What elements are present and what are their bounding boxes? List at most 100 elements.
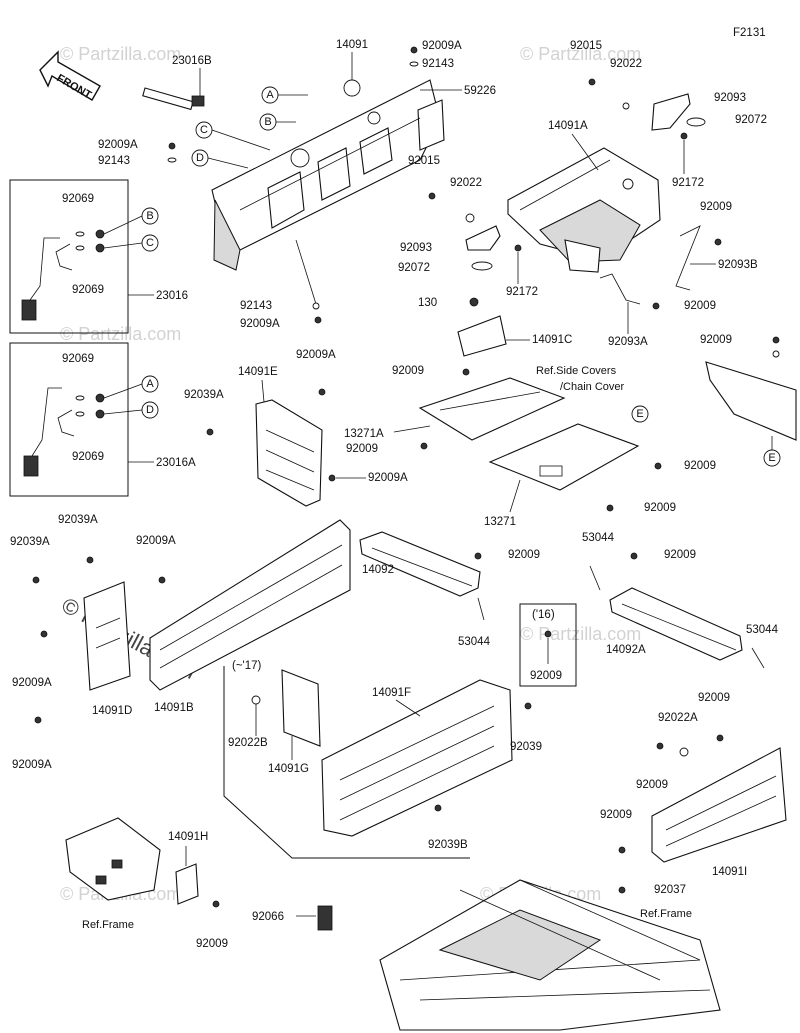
label-92069-d: 92069 (72, 451, 104, 463)
label-53044-a: 53044 (582, 532, 615, 544)
group-box-year-16 (519, 603, 577, 687)
label-92172-top: 92172 (672, 177, 704, 189)
nut-icon (95, 229, 105, 239)
svg-text:C: C (200, 124, 208, 136)
label-92009A-h: 92009A (12, 677, 52, 689)
label-92009A-left: 92009A (98, 139, 138, 151)
part-14091H-bracket (175, 863, 199, 905)
callout-d-top: D (191, 149, 209, 167)
part-14092A-rail (609, 587, 743, 661)
label-53044-b: 53044 (458, 636, 491, 648)
part-92093A-rod (599, 273, 641, 305)
callout-a-top: A (261, 86, 279, 104)
part-14091-front-rail (211, 79, 445, 271)
note-year-17: (~'17) (232, 660, 262, 672)
label-92009-e3: 92009 (684, 460, 716, 472)
label-92039A-b: 92039A (10, 536, 50, 548)
callout-d: D (141, 401, 159, 419)
part-14091B-side-rail (149, 519, 351, 691)
label-92069-a: 92069 (62, 193, 94, 205)
svg-text:D: D (196, 152, 204, 164)
callout-c: C (141, 234, 159, 252)
part-14092-rail (359, 531, 481, 597)
label-92009-r2: 92009 (684, 300, 716, 312)
label-92009-j: 92009 (698, 692, 730, 704)
washer-icon (409, 61, 419, 67)
watermark-text: © Partzilla.com (520, 44, 641, 64)
label-92015-top: 92015 (570, 40, 602, 52)
watermark-text: © Partzilla.com (60, 44, 181, 64)
label-92066: 92066 (252, 911, 284, 923)
label-92009-g: 92009 (508, 549, 540, 561)
label-23016A: 23016A (156, 457, 196, 469)
label-92022A: 92022A (658, 712, 698, 724)
bolt-icon (652, 302, 660, 310)
ref-chain-cover (705, 361, 797, 441)
label-92039A-e: 92039A (184, 389, 224, 401)
label-92009-c1: 92009 (392, 365, 424, 377)
label-92093-top: 92093 (714, 92, 746, 104)
label-92172-mid: 92172 (506, 286, 538, 298)
label-92022-top: 92022 (610, 58, 642, 70)
watermark-text: © Partzilla.com (520, 624, 641, 644)
ref-frame-front (65, 817, 161, 901)
washer-icon (75, 245, 85, 251)
part-14091I-panel (651, 747, 787, 863)
svg-text:E: E (636, 408, 643, 420)
label-92039A-a: 92039A (58, 514, 98, 526)
label-92093A: 92093A (608, 336, 648, 348)
label-92143-left: 92143 (98, 155, 130, 167)
label-14091F: 14091F (372, 687, 411, 699)
watermark-text: © Partzilla.com (60, 324, 181, 344)
nut-icon (95, 243, 105, 253)
part-14091C-plate (457, 315, 507, 357)
note-ref-side-covers: Ref.Side Covers (536, 365, 617, 377)
part-14091D-bracket (83, 581, 131, 691)
screw-icon (680, 132, 688, 140)
label-92093B: 92093B (718, 259, 758, 271)
label-14091H: 14091H (168, 831, 208, 843)
group-box-23016 (9, 179, 129, 334)
cap-icon (343, 79, 361, 97)
label-23016B: 23016B (172, 55, 212, 67)
label-92009-13: 92009 (346, 443, 378, 455)
label-13271A: 13271A (344, 428, 384, 440)
part-92066-grommet (317, 905, 333, 931)
label-92009-m: 92009 (196, 938, 228, 950)
washer-icon (167, 157, 177, 163)
label-92143-b: 92143 (240, 300, 272, 312)
clamp-icon (686, 117, 706, 127)
label-92015-mid: 92015 (408, 155, 440, 167)
part-23016A-cable (31, 387, 62, 457)
clamp-icon (471, 261, 493, 271)
callout-b-top: B (259, 113, 277, 131)
part-13271-plate (488, 423, 640, 491)
label-92009-h: 92009 (664, 549, 696, 561)
bolt-icon (469, 297, 479, 307)
note-ref-frame-left: Ref.Frame (82, 919, 134, 931)
callout-e-right: E (763, 449, 781, 467)
label-14091G: 14091G (268, 763, 309, 775)
part-14091G-cover (281, 669, 321, 747)
label-92009-rr: 92009 (700, 334, 732, 346)
label-92009-k: 92009 (636, 779, 668, 791)
label-92069-b: 92069 (72, 284, 104, 296)
screw-icon (514, 244, 522, 252)
part-14091F-panel (321, 679, 513, 837)
washer-icon (75, 231, 85, 237)
washer-icon (622, 102, 630, 110)
label-14091B: 14091B (154, 702, 194, 714)
note-chain-cover: /Chain Cover (560, 381, 625, 393)
label-13271: 13271 (484, 516, 516, 528)
label-14091A: 14091A (548, 120, 588, 132)
part-92093-bracket (651, 93, 691, 131)
label-92072-top: 92072 (735, 114, 767, 126)
label-92009A-f: 92009A (136, 535, 176, 547)
svg-text:A: A (146, 378, 154, 390)
washer-icon (465, 213, 475, 223)
label-92009-16: 92009 (530, 670, 562, 682)
label-92039B: 92039B (428, 839, 468, 851)
label-92022B: 92022B (228, 737, 268, 749)
callout-c-top: C (195, 121, 213, 139)
